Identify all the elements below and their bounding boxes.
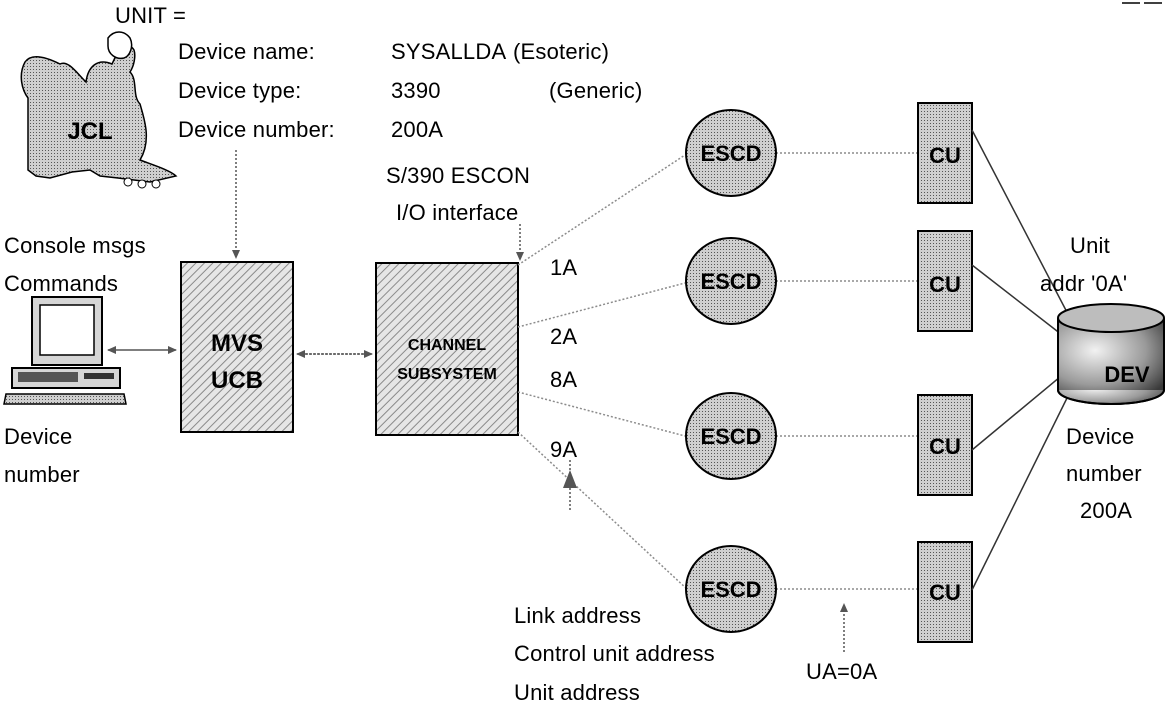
device-type-label: Device type: bbox=[178, 79, 301, 103]
channel-8a: 8A bbox=[550, 368, 577, 392]
connection-lines bbox=[518, 153, 918, 590]
escd-label-1: ESCD bbox=[686, 141, 776, 167]
mvs-label: MVS bbox=[181, 330, 293, 358]
device-number-label: Device number: bbox=[178, 118, 335, 142]
device-right-line1: Device bbox=[1066, 425, 1134, 449]
control-unit-address-label: Control unit address bbox=[514, 642, 715, 666]
unit-heading: UNIT = bbox=[115, 4, 186, 28]
device-number-value: 200A bbox=[391, 118, 443, 142]
escon-line1: S/390 ESCON bbox=[386, 164, 530, 188]
cu-label-1: CU bbox=[918, 143, 972, 169]
link-address-label: Link address bbox=[514, 604, 641, 628]
jcl-person-icon bbox=[21, 32, 176, 188]
unit-addr-line2: addr '0A' bbox=[1040, 272, 1127, 296]
device-right-line3: 200A bbox=[1080, 499, 1132, 523]
unit-addr-line1: Unit bbox=[1070, 234, 1110, 258]
channel-2a: 2A bbox=[550, 325, 577, 349]
escd-label-2: ESCD bbox=[686, 269, 776, 295]
channel-1a: 1A bbox=[550, 256, 577, 280]
cu-group bbox=[918, 103, 972, 642]
escd-label-3: ESCD bbox=[686, 424, 776, 450]
dev-label: DEV bbox=[1090, 362, 1164, 388]
dev-cylinder bbox=[1058, 304, 1164, 404]
channel-9a: 9A bbox=[550, 438, 577, 462]
escd-group bbox=[686, 110, 776, 632]
cu-label-2: CU bbox=[918, 272, 972, 298]
escd-label-4: ESCD bbox=[686, 577, 776, 603]
device-type-value: 3390 bbox=[391, 79, 441, 103]
link-address-arrowhead bbox=[563, 470, 577, 488]
escon-line2: I/O interface bbox=[396, 201, 518, 225]
device-name-value: SYSALLDA bbox=[391, 40, 506, 64]
cu-label-3: CU bbox=[918, 434, 972, 460]
unit-address-label: Unit address bbox=[514, 681, 640, 705]
commands-label: Commands bbox=[4, 272, 118, 296]
console-msgs-label: Console msgs bbox=[4, 234, 146, 258]
device-name-label: Device name: bbox=[178, 40, 315, 64]
device-name-kind: (Esoteric) bbox=[513, 40, 609, 64]
channel-label: CHANNEL bbox=[376, 337, 518, 355]
subsystem-label: SUBSYSTEM bbox=[376, 366, 518, 384]
device-right-line2: number bbox=[1066, 462, 1142, 486]
jcl-label: JCL bbox=[50, 118, 130, 146]
ua-label: UA=0A bbox=[806, 660, 877, 684]
cu-device-lines bbox=[972, 130, 1070, 590]
device-type-kind: (Generic) bbox=[549, 79, 643, 103]
device-left-line1: Device bbox=[4, 425, 72, 449]
cu-label-4: CU bbox=[918, 580, 972, 606]
device-left-line2: number bbox=[4, 463, 80, 487]
console-terminal-icon bbox=[4, 297, 126, 404]
ucb-label: UCB bbox=[181, 367, 293, 395]
